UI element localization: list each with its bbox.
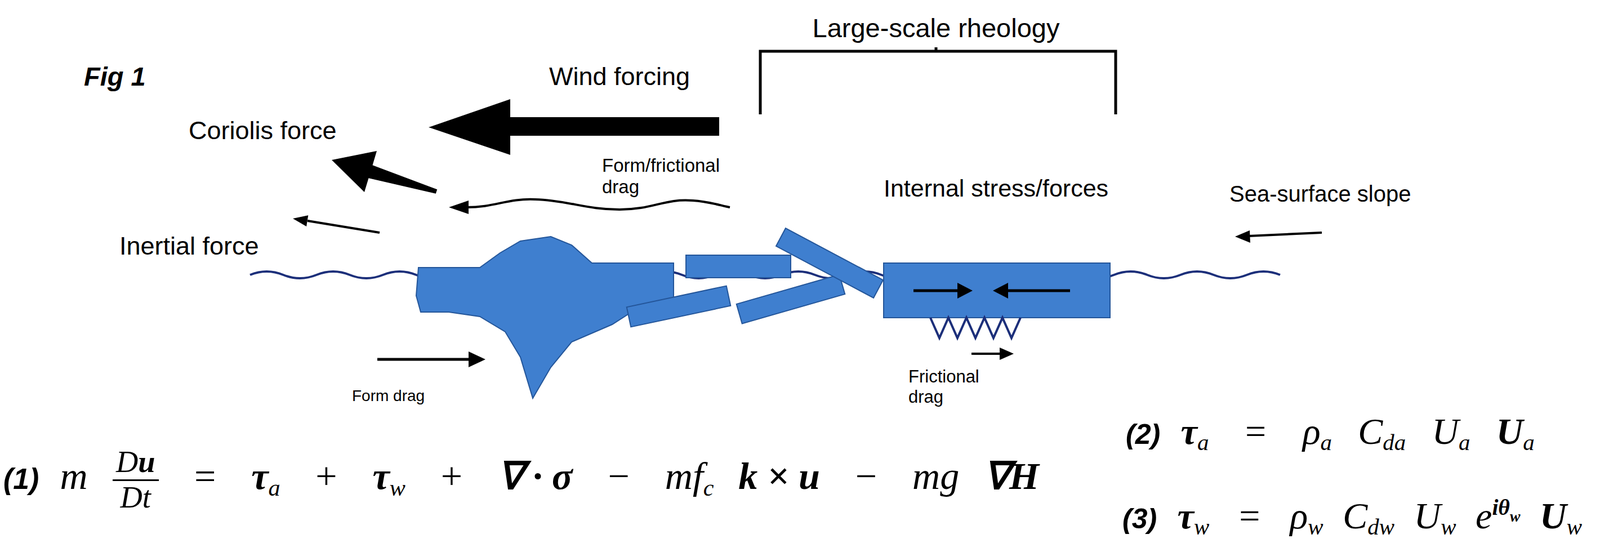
fraction-denominator: Dt xyxy=(112,479,160,515)
wind-arrow xyxy=(428,99,720,155)
math-symbol: mf xyxy=(665,454,704,498)
arrowhead xyxy=(992,282,1009,299)
stress-arrow xyxy=(913,289,959,293)
math-symbol: k × u xyxy=(738,454,820,498)
friction-teeth xyxy=(930,317,1021,338)
math-symbol: Dt xyxy=(120,480,151,515)
force-label: Inertial force xyxy=(119,231,260,261)
operator: − xyxy=(608,454,630,498)
subscript: a xyxy=(1197,430,1209,456)
equation-number: (3) xyxy=(1122,502,1157,535)
equation: (3)τw=ρwCdwUweiθwUw xyxy=(1122,496,1582,540)
force-label: Frictional drag xyxy=(908,366,1002,407)
ice-block xyxy=(883,263,1111,318)
arrowhead xyxy=(957,282,973,299)
equation-number: (2) xyxy=(1125,418,1161,450)
math-symbol: C xyxy=(1342,495,1368,537)
inertial-arrow xyxy=(307,220,380,233)
fraction: DuDt xyxy=(112,445,160,515)
math-symbol: C xyxy=(1357,410,1383,452)
stress-arrow xyxy=(1006,289,1071,293)
subscript: a xyxy=(268,473,280,501)
force-label: Wind forcing xyxy=(549,61,690,92)
math-symbol: ∇H xyxy=(983,454,1040,498)
math-symbol: ∇ · σ xyxy=(497,454,573,498)
equation-number: (1) xyxy=(3,462,39,496)
figure-number: Fig 1 xyxy=(83,61,146,92)
subscript: a xyxy=(1522,430,1535,456)
math-symbol: mg xyxy=(912,454,960,498)
superscript: iθ xyxy=(1491,495,1510,520)
subscript: da xyxy=(1382,430,1406,456)
subscript: w xyxy=(1566,514,1582,540)
drag-wavy-arrow xyxy=(466,199,730,210)
form-drag-arrow xyxy=(377,358,470,361)
ice-piece xyxy=(736,274,846,324)
math-symbol: u xyxy=(137,444,155,479)
force-label: Form drag xyxy=(351,386,425,405)
subscript: w xyxy=(1307,514,1323,540)
bracket-label: Large-scale rheology xyxy=(812,12,1060,44)
math-symbol: ρ xyxy=(1290,495,1309,537)
equation: (2)τa=ρaCdaUaUa xyxy=(1125,411,1535,456)
math-symbol: m xyxy=(60,454,88,498)
force-label: Internal stress/forces xyxy=(883,174,1109,203)
math-symbol: U xyxy=(1496,410,1524,452)
math-symbol: U xyxy=(1414,495,1442,537)
frictional-drag-arrow xyxy=(971,352,1001,355)
subscript: w xyxy=(389,473,406,501)
subscript: dw xyxy=(1367,514,1395,540)
math-symbol: U xyxy=(1539,495,1567,537)
operator: = xyxy=(194,454,216,498)
ice-piece xyxy=(685,255,791,278)
arrowhead xyxy=(1235,230,1251,243)
math-symbol: τ xyxy=(251,454,269,498)
arrowhead xyxy=(292,215,309,227)
math-symbol: D xyxy=(116,444,138,479)
subscript: c xyxy=(703,473,715,501)
operator: + xyxy=(440,454,463,498)
subscript: w xyxy=(1440,514,1456,540)
ice-piece xyxy=(626,286,732,328)
fraction-numerator: Du xyxy=(112,445,160,480)
math-symbol: ρ xyxy=(1302,410,1321,452)
superscript: w xyxy=(1509,506,1521,525)
operator: − xyxy=(855,454,877,498)
slope-arrow xyxy=(1248,232,1322,236)
operator: = xyxy=(1245,410,1267,452)
equation: (1)mDuDt=τa+τw+∇ · σ−mfck × u−mg∇H xyxy=(3,445,1040,515)
ice-piece xyxy=(776,228,884,298)
arrowhead xyxy=(468,351,486,368)
subscript: a xyxy=(1458,430,1470,456)
math-symbol: τ xyxy=(372,454,390,498)
arrowhead xyxy=(448,200,469,215)
operator: + xyxy=(315,454,337,498)
force-label: Sea-surface slope xyxy=(1229,180,1411,207)
rheology-bracket xyxy=(760,47,1116,115)
math-symbol: U xyxy=(1431,410,1459,452)
force-label: Coriolis force xyxy=(188,116,337,146)
force-label: Form/frictional drag xyxy=(602,154,741,198)
math-symbol: τ xyxy=(1180,410,1198,452)
coriolis-arrow xyxy=(331,150,438,194)
arrowhead xyxy=(999,347,1014,360)
subscript: w xyxy=(1193,514,1210,540)
operator: = xyxy=(1239,495,1260,537)
math-symbol: τ xyxy=(1177,495,1194,537)
math-symbol: e xyxy=(1475,495,1492,537)
subscript: a xyxy=(1320,430,1332,456)
